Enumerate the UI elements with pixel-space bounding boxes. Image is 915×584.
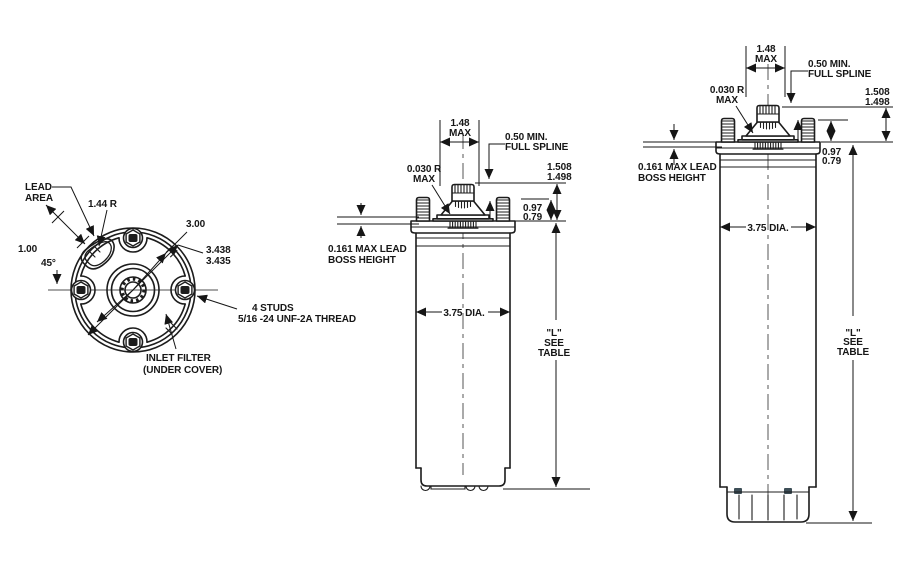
lead-radius-label: 1.44 R	[88, 199, 118, 210]
motor-body	[415, 232, 511, 492]
dim-fillet-line1: 0.030 R	[407, 164, 442, 175]
lead-offset-label: 1.00	[18, 244, 38, 255]
dim-spline-width-line2: MAX	[755, 54, 777, 65]
studs-note-line1: 4 STUDS	[252, 303, 294, 314]
dim-length-line2: SEE	[544, 338, 564, 349]
side-view-long-dimensions	[643, 46, 893, 524]
dim-full-spline-line2: FULL SPLINE	[808, 69, 872, 80]
lead-angle-label: 45°	[41, 258, 56, 269]
lead-area-shape	[80, 238, 115, 270]
dim-spline-length-line1: 0.97	[523, 203, 543, 214]
dim-shaft-height-line2: 1.498	[865, 97, 890, 108]
dim-shaft-height-line1: 1.508	[865, 87, 890, 98]
hub	[106, 263, 160, 317]
dim-fillet-line1: 0.030 R	[710, 85, 745, 96]
stud-bottom	[122, 331, 144, 353]
dim-spline-length-line2: 0.79	[523, 212, 543, 223]
dim-length-line2: SEE	[843, 337, 863, 348]
end-view-dimensions	[45, 186, 238, 350]
motor-body	[719, 153, 817, 523]
cap-tab-left	[734, 488, 742, 494]
dim-lead-boss-line2: BOSS HEIGHT	[638, 173, 706, 184]
dim-fillet-line2: MAX	[413, 174, 435, 185]
dim-length-line3: TABLE	[538, 348, 571, 359]
bolt-circle-dia-label: 3.00	[186, 219, 206, 230]
dim-body-dia: 3.75 DIA.	[443, 308, 485, 319]
dim-lead-boss-line2: BOSS HEIGHT	[328, 255, 396, 266]
dim-spline-length-line1: 0.97	[822, 147, 842, 158]
stud-left	[70, 279, 92, 301]
lead-area-label-line2: AREA	[25, 193, 53, 204]
side-view-long: 1.48 MAX 0.50 MIN. FULL SPLINE 0.030 R M…	[638, 44, 893, 524]
dim-body-dia: 3.75 DIA.	[747, 223, 789, 234]
dim-length-line3: TABLE	[837, 347, 870, 358]
dim-length-line1: "L"	[845, 328, 861, 339]
dim-spline-width-line2: MAX	[449, 128, 471, 139]
pilot-dia-line1: 3.438	[206, 245, 231, 256]
side-view-short-dimensions	[337, 120, 590, 490]
stud-top	[122, 227, 144, 249]
dim-fillet-line2: MAX	[716, 95, 738, 106]
dim-full-spline-line1: 0.50 MIN.	[505, 132, 548, 143]
stud-right	[174, 279, 196, 301]
inlet-note-line2: (UNDER COVER)	[143, 365, 222, 376]
inlet-note-line1: INLET FILTER	[146, 353, 212, 364]
lead-area-label-line1: LEAD	[25, 182, 52, 193]
dim-spline-width-line1: 1.48	[450, 118, 470, 129]
dim-full-spline-line1: 0.50 MIN.	[808, 59, 851, 70]
dim-full-spline-line2: FULL SPLINE	[505, 142, 569, 153]
spline-bore	[119, 276, 147, 304]
cap-tab-right	[784, 488, 792, 494]
end-view: LEAD AREA 1.44 R 3.00 3.438 3.435 1.00 4…	[18, 182, 356, 376]
studs-note-line2: 5/16 -24 UNF-2A THREAD	[238, 314, 356, 325]
dim-spline-length-line2: 0.79	[822, 156, 842, 167]
dim-shaft-height-line2: 1.498	[547, 172, 572, 183]
pilot-dia-line2: 3.435	[206, 256, 231, 267]
dim-lead-boss-line1: 0.161 MAX LEAD	[328, 244, 407, 255]
dim-spline-width-line1: 1.48	[756, 44, 776, 55]
side-view-short: 1.48 MAX 0.50 MIN. FULL SPLINE 0.030 R M…	[328, 118, 590, 492]
dim-shaft-height-line1: 1.508	[547, 162, 572, 173]
dim-lead-boss-line1: 0.161 MAX LEAD	[638, 162, 717, 173]
dim-length-line1: "L"	[546, 328, 562, 339]
